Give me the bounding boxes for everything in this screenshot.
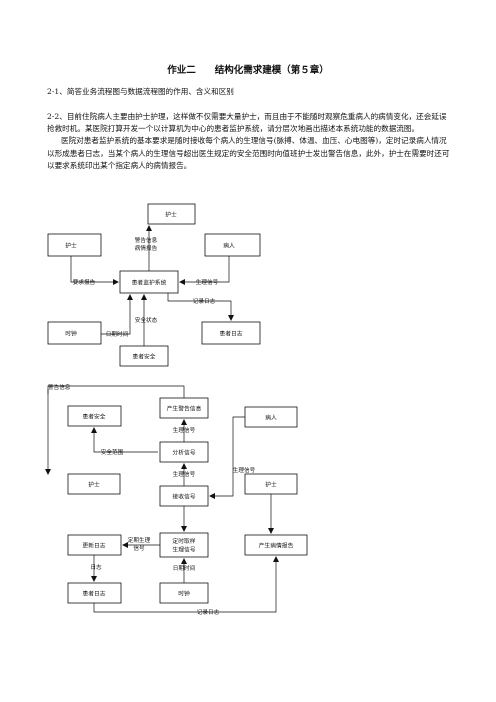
d2-patient-log-label: 患者日志 [82, 590, 105, 598]
d1-nurse-left-box [47, 233, 102, 257]
question-2-2-text: 2-2、目前住院病人主要由护士护理，这样做不仅需要大量护士，而且由于不能随时观察… [47, 112, 447, 134]
d2-patient-label: 病人 [265, 414, 277, 422]
d1-patient-label: 病人 [223, 242, 235, 250]
d1-nurse-left-label: 护士 [65, 242, 77, 250]
question-2-1: 2-1、简答业务流程图与数据流程图的作用、含义和区别 [47, 86, 451, 98]
d1-clock-box [47, 321, 102, 345]
d2-analyze-label: 分析信号 [172, 449, 195, 457]
d1-clock-label: 时钟 [65, 330, 77, 338]
d1-record-log-label: 记录日志 [193, 297, 216, 305]
d2-nurse-left-label: 护士 [88, 481, 100, 489]
d1-date-time-label: 日期时间 [106, 330, 129, 338]
d2-sample-label-1: 定时取样 [172, 537, 195, 545]
d2-periodic-label-1: 定期生理 [128, 536, 151, 544]
context-dfd: 护士 护士 病人 患者监护系统 时钟 患者日志 患者安全 警告信息 病情报告 要… [47, 203, 261, 367]
page-title: 作业二 结构化需求建模（第５章） [167, 65, 329, 76]
d1-patient-safety-label: 患者安全 [132, 353, 155, 361]
question-2-2: 2-2、目前住院病人主要由护士护理，这样做不仅需要大量护士，而且由于不能随时观察… [47, 111, 451, 172]
level1-dfd: 患者安全 产生警告信息 病人 分析信号 护士 护士 接收信号 更新日志 定时取样… [45, 383, 308, 616]
d2-warn-info-label: 警告信息 [48, 383, 71, 391]
d1-warn-label-2: 病情报告 [135, 244, 158, 252]
d2-gen-report-label: 产生病情报告 [259, 542, 294, 550]
d1-nurse-top-box [147, 203, 196, 225]
d2-patient-safety-box [67, 405, 122, 427]
d2-receive-label: 接收信号 [172, 493, 195, 501]
d2-sample-box[interactable] [159, 532, 209, 558]
d2-nurse-right-label: 护士 [265, 481, 277, 489]
d1-patient-log-label: 患者日志 [219, 330, 242, 338]
d2-update-log-label: 更新日志 [82, 542, 105, 550]
d2-patient-log-box [67, 582, 122, 604]
d2-sample-label-2: 生理信号 [172, 546, 195, 554]
d1-patient-log-box [201, 321, 261, 345]
d1-warn-label-1: 警告信息 [135, 236, 158, 244]
d1-vital-signal-label: 生理信号 [196, 278, 219, 286]
d2-gen-warning-label: 产生警告信息 [167, 405, 202, 413]
d2-record-log-label: 记录日志 [197, 608, 220, 616]
d2-vital-1-label: 生理信号 [173, 426, 196, 434]
d2-date-time-label: 日期时间 [173, 564, 196, 572]
d1-safety-limit-label: 安全状态 [135, 316, 158, 324]
d2-patient-safety-label: 患者安全 [82, 413, 105, 421]
d2-update-log-box[interactable] [67, 534, 122, 556]
d2-clock-label: 时钟 [178, 590, 190, 598]
d2-vital-3-label: 生理信号 [233, 466, 256, 474]
d2-vital-2-label: 生理信号 [173, 470, 196, 478]
d1-request-report-label: 要求报告 [73, 278, 96, 286]
question-2-2-detail: 医院对患者监护系统的基本要求是随时接收每个病人的生理信号(脉搏、体温、血压、心电… [47, 136, 450, 170]
d2-periodic-label-2: 信号 [133, 544, 145, 552]
d2-safety-range-label: 安全范围 [101, 448, 124, 456]
d1-nurse-top-label: 护士 [165, 211, 177, 219]
d2-nurse-left-box [67, 473, 121, 495]
d2-gen-report-box[interactable] [244, 534, 308, 556]
d2-log-label: 日志 [90, 563, 102, 571]
d1-system-label: 患者监护系统 [132, 279, 167, 287]
question-2-1-text: 2-1、简答业务流程图与数据流程图的作用、含义和区别 [47, 87, 234, 96]
d1-patient-box [204, 233, 261, 257]
